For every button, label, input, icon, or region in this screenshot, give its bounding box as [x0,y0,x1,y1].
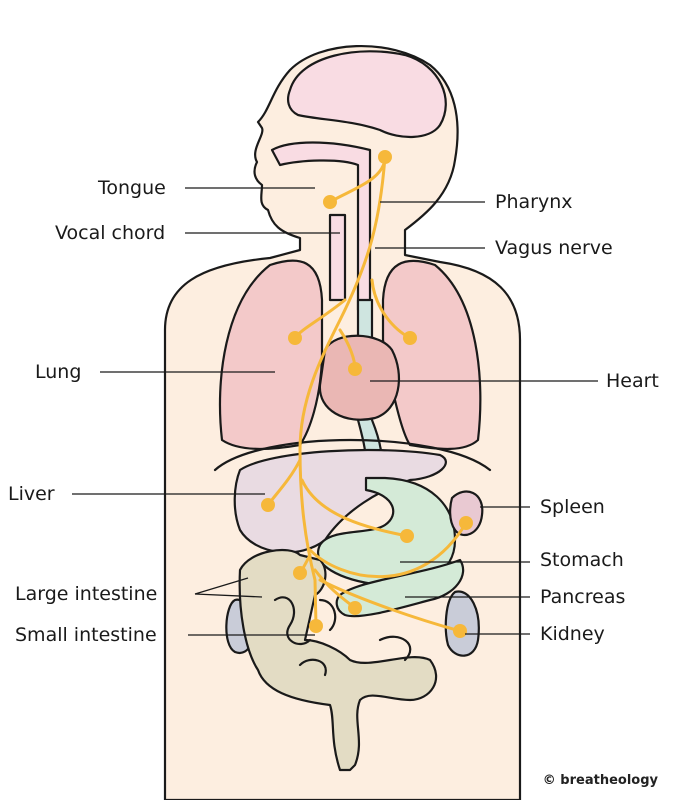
label-large-intestine: Large intestine [15,583,158,605]
label-liver: Liver [8,483,55,505]
label-spleen: Spleen [540,496,605,518]
nerve-endpoints [261,150,473,638]
label-small-intestine: Small intestine [15,624,157,646]
label-vagus-nerve: Vagus nerve [495,237,613,259]
right-lung [381,259,482,451]
large-intestine [238,548,438,772]
leader-lines [72,187,598,636]
left-lung [218,259,324,450]
trachea [328,213,347,302]
label-pancreas: Pancreas [540,586,626,608]
label-stomach: Stomach [540,549,624,571]
spleen [449,490,484,537]
label-tongue: Tongue [98,177,166,199]
label-pharynx: Pharynx [495,191,573,213]
label-heart: Heart [606,370,659,392]
label-kidney: Kidney [540,623,605,645]
label-vocal-chord: Vocal chord [55,222,166,244]
heart [318,334,400,421]
small-intestine [273,596,412,677]
label-lung: Lung [35,361,82,383]
right-kidney [444,590,480,657]
brain [287,50,447,139]
copyright-text: © breatheology [542,773,658,788]
